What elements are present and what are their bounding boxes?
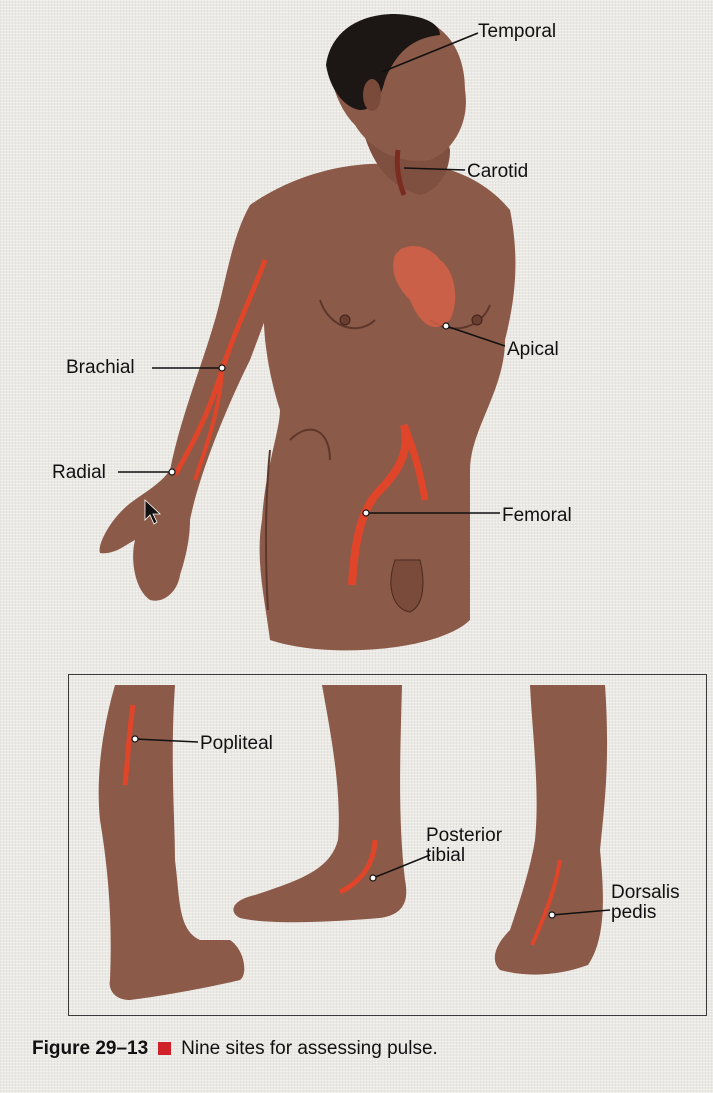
ear (363, 79, 381, 111)
label-dorsalis-pedis: Dorsalis pedis (611, 883, 706, 923)
label-popliteal: Popliteal (200, 734, 273, 754)
label-apical: Apical (507, 340, 559, 360)
lower-extremity-inset (68, 674, 707, 1016)
label-temporal: Temporal (478, 22, 556, 42)
label-posterior-tibial: Posterior tibial (426, 826, 521, 866)
label-brachial: Brachial (66, 358, 135, 378)
label-femoral: Femoral (502, 506, 572, 526)
caption-text: Nine sites for assessing pulse. (181, 1038, 438, 1059)
torso (250, 164, 515, 651)
label-carotid: Carotid (467, 162, 528, 182)
label-radial: Radial (52, 463, 106, 483)
figure-caption: Figure 29–13 Nine sites for assessing pul… (32, 1038, 438, 1060)
caption-marker-icon (158, 1042, 171, 1055)
figure-number: Figure 29–13 (32, 1038, 148, 1059)
